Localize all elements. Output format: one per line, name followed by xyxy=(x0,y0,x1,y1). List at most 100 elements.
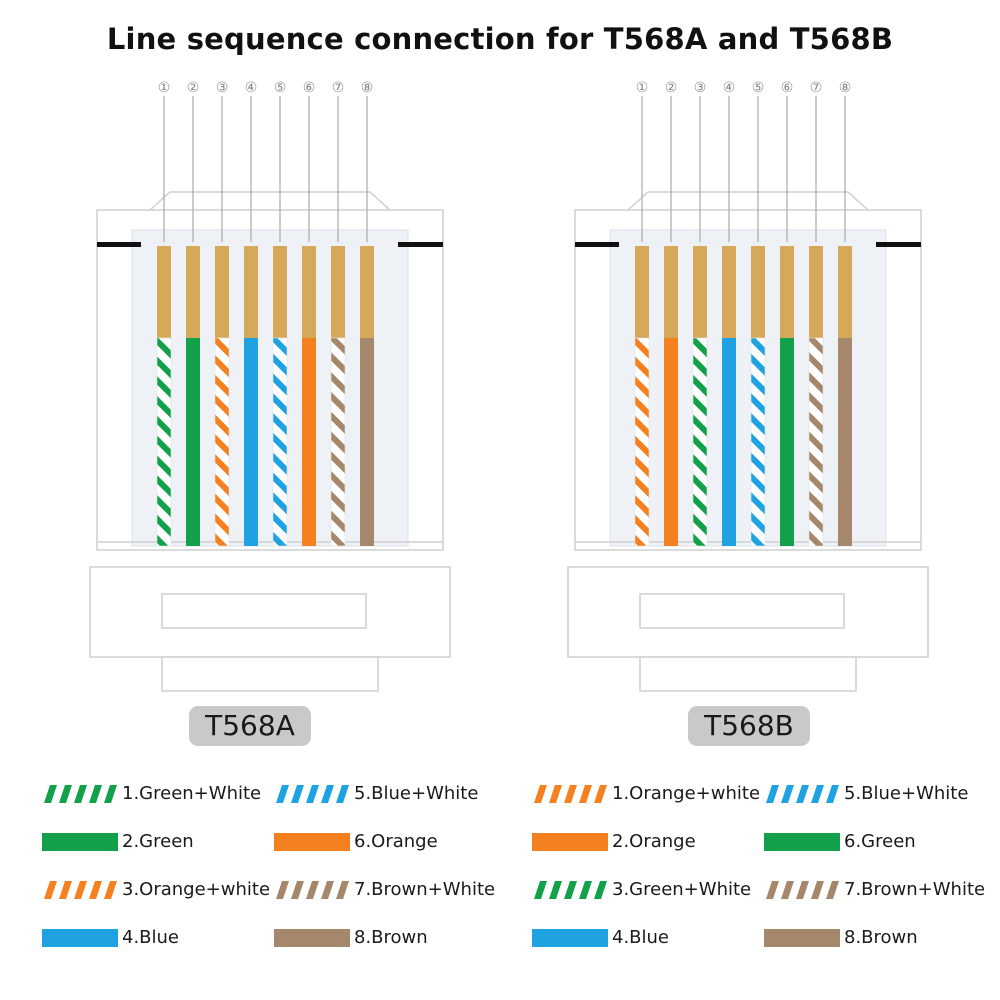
pin-number-8: ⑧ xyxy=(361,80,374,96)
legend-item-orange-white: 3.Orange+white xyxy=(42,870,287,910)
blue-striped-swatch-icon xyxy=(764,785,840,803)
orange-striped-swatch-icon xyxy=(42,881,118,899)
wire-3-green-white xyxy=(692,337,708,547)
wire-7-brown-white xyxy=(808,337,824,547)
legend-item-blue: 4.Blue xyxy=(532,918,777,958)
pin-contact-6 xyxy=(302,246,316,338)
green-striped-swatch-icon xyxy=(42,785,118,803)
pin-contact-5 xyxy=(273,246,287,338)
pin-contact-2 xyxy=(664,246,678,338)
connector-body xyxy=(89,191,451,692)
legend-item-orange: 6.Orange xyxy=(274,822,519,862)
legend-item-label: 7.Brown+White xyxy=(844,879,986,900)
pin-number-6: ⑥ xyxy=(781,80,794,96)
legend-item-brown: 8.Brown xyxy=(764,918,1000,958)
legend-item-label: 6.Orange xyxy=(354,831,438,852)
green-solid-swatch-icon xyxy=(42,833,118,851)
legend-item-label: 3.Orange+white xyxy=(122,879,271,900)
wire-7-brown-white xyxy=(330,337,346,547)
wire-4-blue xyxy=(722,338,736,546)
pin-number-4: ④ xyxy=(245,80,258,96)
legend-item-green-white: 1.Green+White xyxy=(42,774,287,814)
pin-contact-5 xyxy=(751,246,765,338)
legend-item-brown-white: 7.Brown+White xyxy=(274,870,519,910)
pin-number-5: ⑤ xyxy=(274,80,287,96)
legend-item-green: 6.Green xyxy=(764,822,1000,862)
orange-striped-swatch-icon xyxy=(532,785,608,803)
legend-t568a: 1.Green+White 5.Blue+White 2.Green 6.Orange… xyxy=(42,774,532,974)
brown-solid-swatch-icon xyxy=(764,929,840,947)
wire-8-brown xyxy=(360,338,374,546)
pin-contact-6 xyxy=(780,246,794,338)
brown-striped-swatch-icon xyxy=(274,881,350,899)
legend-item-label: 1.Orange+white xyxy=(612,783,761,804)
pin-number-1: ① xyxy=(636,80,649,96)
wire-6-orange xyxy=(302,338,316,546)
pin-contact-1 xyxy=(157,246,171,338)
pin-contact-7 xyxy=(331,246,345,338)
green-solid-swatch-icon xyxy=(764,833,840,851)
wire-2-orange xyxy=(664,338,678,546)
legend-item-green: 2.Green xyxy=(42,822,287,862)
legend-item-label: 4.Blue xyxy=(612,927,670,948)
blue-striped-swatch-icon xyxy=(274,785,350,803)
pin-number-4: ④ xyxy=(723,80,736,96)
legend-item-label: 6.Green xyxy=(844,831,916,852)
legend-item-green-white: 3.Green+White xyxy=(532,870,777,910)
legend-item-label: 2.Orange xyxy=(612,831,696,852)
pin-contact-8 xyxy=(838,246,852,338)
wire-8-brown xyxy=(838,338,852,546)
wire-6-green xyxy=(780,338,794,546)
legend-item-label: 5.Blue+White xyxy=(354,783,479,804)
diagram-title: Line sequence connection for T568A and T… xyxy=(106,22,894,56)
pin-contact-4 xyxy=(244,246,258,338)
pin-contact-8 xyxy=(360,246,374,338)
pin-number-3: ③ xyxy=(216,80,229,96)
orange-solid-swatch-icon xyxy=(274,833,350,851)
label-t568a: T568A xyxy=(189,706,311,746)
wire-1-green-white xyxy=(156,337,172,547)
pin-contact-3 xyxy=(693,246,707,338)
pin-number-7: ⑦ xyxy=(810,80,823,96)
pin-number-1: ① xyxy=(158,80,171,96)
legend-item-orange: 2.Orange xyxy=(532,822,777,862)
pin-number-6: ⑥ xyxy=(303,80,316,96)
pin-contact-3 xyxy=(215,246,229,338)
pin-contact-4 xyxy=(722,246,736,338)
legend-item-label: 4.Blue xyxy=(122,927,180,948)
legend-item-label: 1.Green+White xyxy=(122,783,262,804)
legend-item-brown: 8.Brown xyxy=(274,918,519,958)
wire-4-blue xyxy=(244,338,258,546)
legend-item-label: 7.Brown+White xyxy=(354,879,496,900)
blue-solid-swatch-icon xyxy=(532,929,608,947)
pin-number-3: ③ xyxy=(694,80,707,96)
blue-solid-swatch-icon xyxy=(42,929,118,947)
orange-solid-swatch-icon xyxy=(532,833,608,851)
legend-t568b: 1.Orange+white 5.Blue+White 2.Orange 6.Gree… xyxy=(532,774,1000,974)
connector-body xyxy=(567,191,929,692)
legend-item-label: 5.Blue+White xyxy=(844,783,969,804)
pin-number-2: ② xyxy=(665,80,678,96)
pin-number-8: ⑧ xyxy=(839,80,852,96)
legend-item-label: 8.Brown xyxy=(844,927,918,948)
pin-number-5: ⑤ xyxy=(752,80,765,96)
brown-solid-swatch-icon xyxy=(274,929,350,947)
legend-item-blue-white: 5.Blue+White xyxy=(274,774,519,814)
legend-item-label: 3.Green+White xyxy=(612,879,752,900)
pin-contact-1 xyxy=(635,246,649,338)
pin-contact-2 xyxy=(186,246,200,338)
legend-item-blue: 4.Blue xyxy=(42,918,287,958)
wire-5-blue-white xyxy=(750,337,766,547)
legend-item-orange-white: 1.Orange+white xyxy=(532,774,777,814)
green-striped-swatch-icon xyxy=(532,881,608,899)
pin-number-2: ② xyxy=(187,80,200,96)
wire-3-orange-white xyxy=(214,337,230,547)
brown-striped-swatch-icon xyxy=(764,881,840,899)
wire-2-green xyxy=(186,338,200,546)
legend-item-label: 8.Brown xyxy=(354,927,428,948)
